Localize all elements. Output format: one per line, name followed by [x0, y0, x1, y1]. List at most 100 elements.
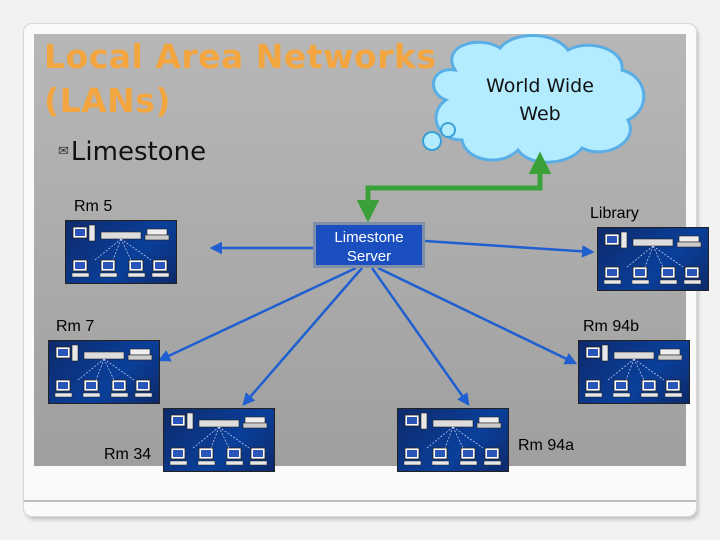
printer-base-icon — [127, 354, 153, 361]
cloud-tail-icon — [422, 122, 456, 151]
cable-line — [452, 426, 464, 449]
cable-line — [95, 358, 105, 381]
cable-line — [218, 426, 250, 449]
keyboard-icon — [197, 460, 216, 466]
cable-line — [120, 238, 152, 261]
bullet-text: Limestone — [70, 137, 207, 167]
monitor-screen-icon — [86, 382, 96, 389]
keyboard-icon — [683, 279, 702, 285]
printer-icon — [659, 348, 681, 356]
keyboard-icon — [151, 272, 170, 278]
monitor-screen-icon — [616, 382, 626, 389]
cable-line — [112, 238, 122, 261]
monitor-screen-icon — [607, 269, 617, 276]
limestone-server-box: Limestone Server — [313, 222, 425, 268]
cable-line — [652, 245, 684, 268]
hub-icon — [198, 419, 240, 428]
label-rm7: Rm 7 — [56, 318, 95, 335]
keyboard-icon — [54, 392, 73, 398]
keyboard-icon — [640, 392, 659, 398]
keyboard-icon — [603, 279, 622, 285]
tower-icon — [420, 412, 428, 430]
keyboard-icon — [249, 460, 268, 466]
server-label-line1: Limestone — [334, 229, 404, 246]
monitor-screen-icon — [155, 262, 165, 269]
monitor-screen-icon — [253, 450, 263, 457]
printer-icon — [146, 228, 168, 236]
slide-title-line1: Local Area Networks — [44, 37, 437, 76]
monitor-screen-icon — [58, 382, 68, 389]
monitor-screen-icon — [229, 450, 239, 457]
cloud-label: World Wide Web — [450, 72, 630, 128]
monitor-screen-icon — [114, 382, 124, 389]
cloud-label-line1: World Wide — [486, 75, 594, 97]
monitor-screen-icon — [103, 262, 113, 269]
printer-base-icon — [476, 422, 502, 429]
cable-line — [633, 358, 645, 381]
cable-line — [625, 358, 635, 381]
printer-base-icon — [144, 234, 170, 241]
monitor-screen-icon — [173, 417, 183, 424]
tower-icon — [88, 224, 96, 242]
monitor-screen-icon — [668, 382, 678, 389]
label-rm94a: Rm 94a — [518, 437, 575, 454]
link-rm94a — [370, 267, 470, 407]
monitor-screen-icon — [463, 450, 473, 457]
label-rm94b: Rm 94b — [583, 318, 640, 335]
keyboard-icon — [99, 272, 118, 278]
tower-icon — [186, 412, 194, 430]
keyboard-icon — [631, 279, 650, 285]
monitor-screen-icon — [75, 229, 85, 236]
printer-icon — [678, 235, 700, 243]
monitor-screen-icon — [407, 450, 417, 457]
keyboard-icon — [403, 460, 422, 466]
hub-icon — [432, 419, 474, 428]
uplink-line — [356, 151, 552, 223]
keyboard-icon — [459, 460, 478, 466]
monitor-screen-icon — [588, 382, 598, 389]
bullet-icon: ✉ — [58, 144, 69, 159]
monitor-screen-icon — [663, 269, 673, 276]
tower-icon — [71, 344, 79, 362]
cable-line — [103, 358, 135, 381]
keyboard-icon — [431, 460, 450, 466]
monitor-screen-icon — [588, 349, 598, 356]
monitor-screen-icon — [131, 262, 141, 269]
cable-line — [652, 245, 664, 268]
cable-line — [218, 426, 230, 449]
keyboard-icon — [584, 392, 603, 398]
keyboard-icon — [659, 279, 678, 285]
link-rm7 — [157, 266, 357, 362]
printer-base-icon — [676, 241, 702, 248]
printer-base-icon — [657, 354, 683, 361]
keyboard-icon — [483, 460, 502, 466]
monitor-screen-icon — [607, 236, 617, 243]
printer-base-icon — [242, 422, 268, 429]
monitor-screen-icon — [75, 262, 85, 269]
keyboard-icon — [71, 272, 90, 278]
keyboard-icon — [664, 392, 683, 398]
keyboard-icon — [110, 392, 129, 398]
label-rm34: Rm 34 — [104, 446, 152, 463]
cable-line — [644, 245, 654, 268]
hub-icon — [100, 231, 142, 240]
tower-icon — [601, 344, 609, 362]
link-rm94b — [377, 266, 578, 365]
slide-bottom-rule — [24, 500, 696, 516]
keyboard-icon — [169, 460, 188, 466]
monitor-screen-icon — [635, 269, 645, 276]
monitor-screen-icon — [138, 382, 148, 389]
monitor-screen-icon — [407, 417, 417, 424]
monitor-screen-icon — [487, 450, 497, 457]
monitor-screen-icon — [435, 450, 445, 457]
cable-line — [452, 426, 484, 449]
cable-line — [444, 426, 454, 449]
bullet-limestone: ✉Limestone — [58, 137, 206, 167]
label-rm5: Rm 5 — [74, 198, 113, 215]
cable-line — [633, 358, 665, 381]
hub-icon — [83, 351, 125, 360]
keyboard-icon — [82, 392, 101, 398]
hub-icon — [632, 238, 674, 247]
